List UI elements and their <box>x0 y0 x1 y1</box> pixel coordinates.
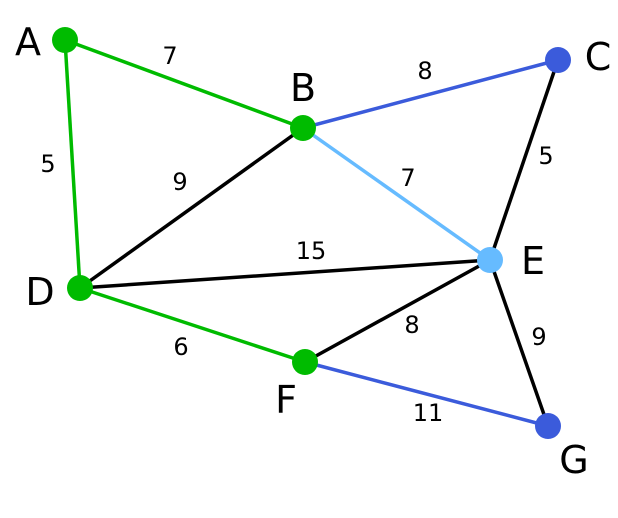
edge-B-E <box>301 126 492 262</box>
edge-weight-D-F: 6 <box>173 333 188 361</box>
edge-weight-C-E: 5 <box>538 142 553 170</box>
node-G <box>535 413 561 439</box>
node-label-D: D <box>25 270 54 314</box>
node-labels-layer: A B C D E F G <box>15 20 611 482</box>
node-F <box>292 349 318 375</box>
node-B <box>290 115 316 141</box>
edge-D-F <box>79 286 306 364</box>
edge-A-D <box>63 39 82 289</box>
node-E <box>477 247 503 273</box>
edge-weight-B-D: 9 <box>172 168 187 196</box>
edge-weight-D-E: 15 <box>296 237 327 265</box>
node-D <box>67 275 93 301</box>
edge-A-B <box>64 38 304 130</box>
edge-weight-E-F: 8 <box>404 311 419 339</box>
node-label-A: A <box>15 20 41 64</box>
edges-layer <box>63 38 560 428</box>
edge-weight-B-E: 7 <box>400 164 415 192</box>
node-C <box>545 47 571 73</box>
edge-E-F <box>304 258 491 364</box>
edge-weight-A-B: 7 <box>162 42 177 70</box>
edge-B-C <box>302 58 559 130</box>
node-label-C: C <box>585 35 612 79</box>
edge-F-G <box>304 360 549 428</box>
node-label-F: F <box>275 378 297 422</box>
node-A <box>52 27 78 53</box>
edge-weight-E-G: 9 <box>531 323 546 351</box>
edge-C-E <box>488 59 560 261</box>
node-label-G: G <box>559 438 588 482</box>
node-label-E: E <box>521 239 545 283</box>
edge-weight-A-D: 5 <box>40 150 55 178</box>
edge-B-D <box>78 126 305 290</box>
edge-E-G <box>488 259 550 427</box>
edge-weight-F-G: 11 <box>413 399 444 427</box>
edge-D-E <box>79 258 491 290</box>
edge-weight-B-C: 8 <box>417 57 432 85</box>
node-label-B: B <box>290 66 316 110</box>
nodes-layer <box>52 27 571 439</box>
edge-labels-layer: 7 5 8 7 9 5 15 6 8 9 11 <box>40 42 553 427</box>
